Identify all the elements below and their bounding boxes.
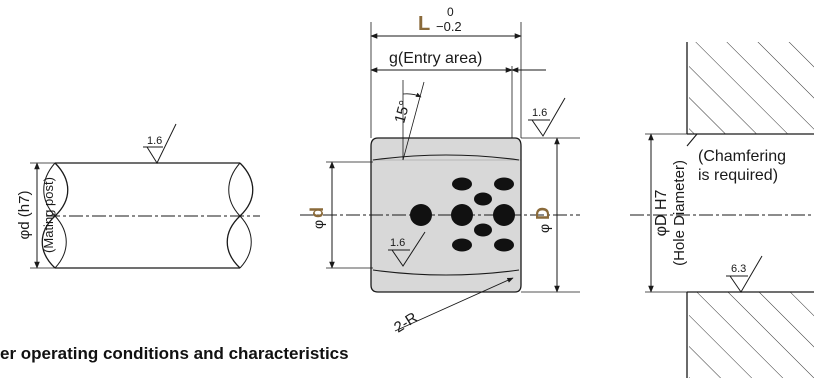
bushing-bottom-entry <box>372 269 520 276</box>
outer-diameter-label: D <box>533 207 553 220</box>
hole-roughness-symbol <box>726 255 763 293</box>
bushing-roughness-value-bore: 1.6 <box>390 237 405 249</box>
chamfer-angle-label: 15° <box>391 99 413 125</box>
entry-area-label: g(Entry area) <box>389 50 482 67</box>
length-tolerance-lower: −0.2 <box>436 19 462 34</box>
chamfer-note-line2: is required) <box>698 167 778 184</box>
length-tolerance-upper: 0 <box>447 5 454 19</box>
radius-label: 2-R <box>391 309 421 336</box>
post-diameter-label: φd (h7) <box>16 191 33 240</box>
length-label: L <box>418 13 430 35</box>
post-roughness-symbol <box>143 123 177 165</box>
outer-diameter-prefix: φ <box>536 224 552 233</box>
housing-wall-upper <box>685 42 814 134</box>
bushing-roughness-symbol-top <box>528 97 566 137</box>
bore-diameter-label: d <box>307 207 327 218</box>
chamfer-note-line1: (Chamfering <box>698 148 786 165</box>
post-roughness-value: 1.6 <box>147 135 162 147</box>
post-diameter-sublabel: (Mating post) <box>41 177 56 253</box>
hole-chamfer <box>686 133 699 147</box>
lubricant-plugs <box>410 177 515 252</box>
bushing-top-entry <box>372 154 520 161</box>
housing-wall-lower <box>685 292 814 378</box>
hole-diameter-sublabel: (Hole Diameter) <box>671 160 688 266</box>
section-heading: er operating conditions and characterist… <box>0 344 349 363</box>
chamfer-angle-arc <box>402 92 422 98</box>
bore-diameter-prefix: φ <box>310 220 326 229</box>
hole-roughness-value: 6.3 <box>731 263 746 275</box>
bushing-roughness-value-top: 1.6 <box>532 107 547 119</box>
hole-diameter-label: φD H7 <box>653 189 670 236</box>
bushing-roughness-symbol-bore <box>388 231 426 267</box>
radius-leader <box>394 277 514 332</box>
housing-hole <box>685 42 814 378</box>
